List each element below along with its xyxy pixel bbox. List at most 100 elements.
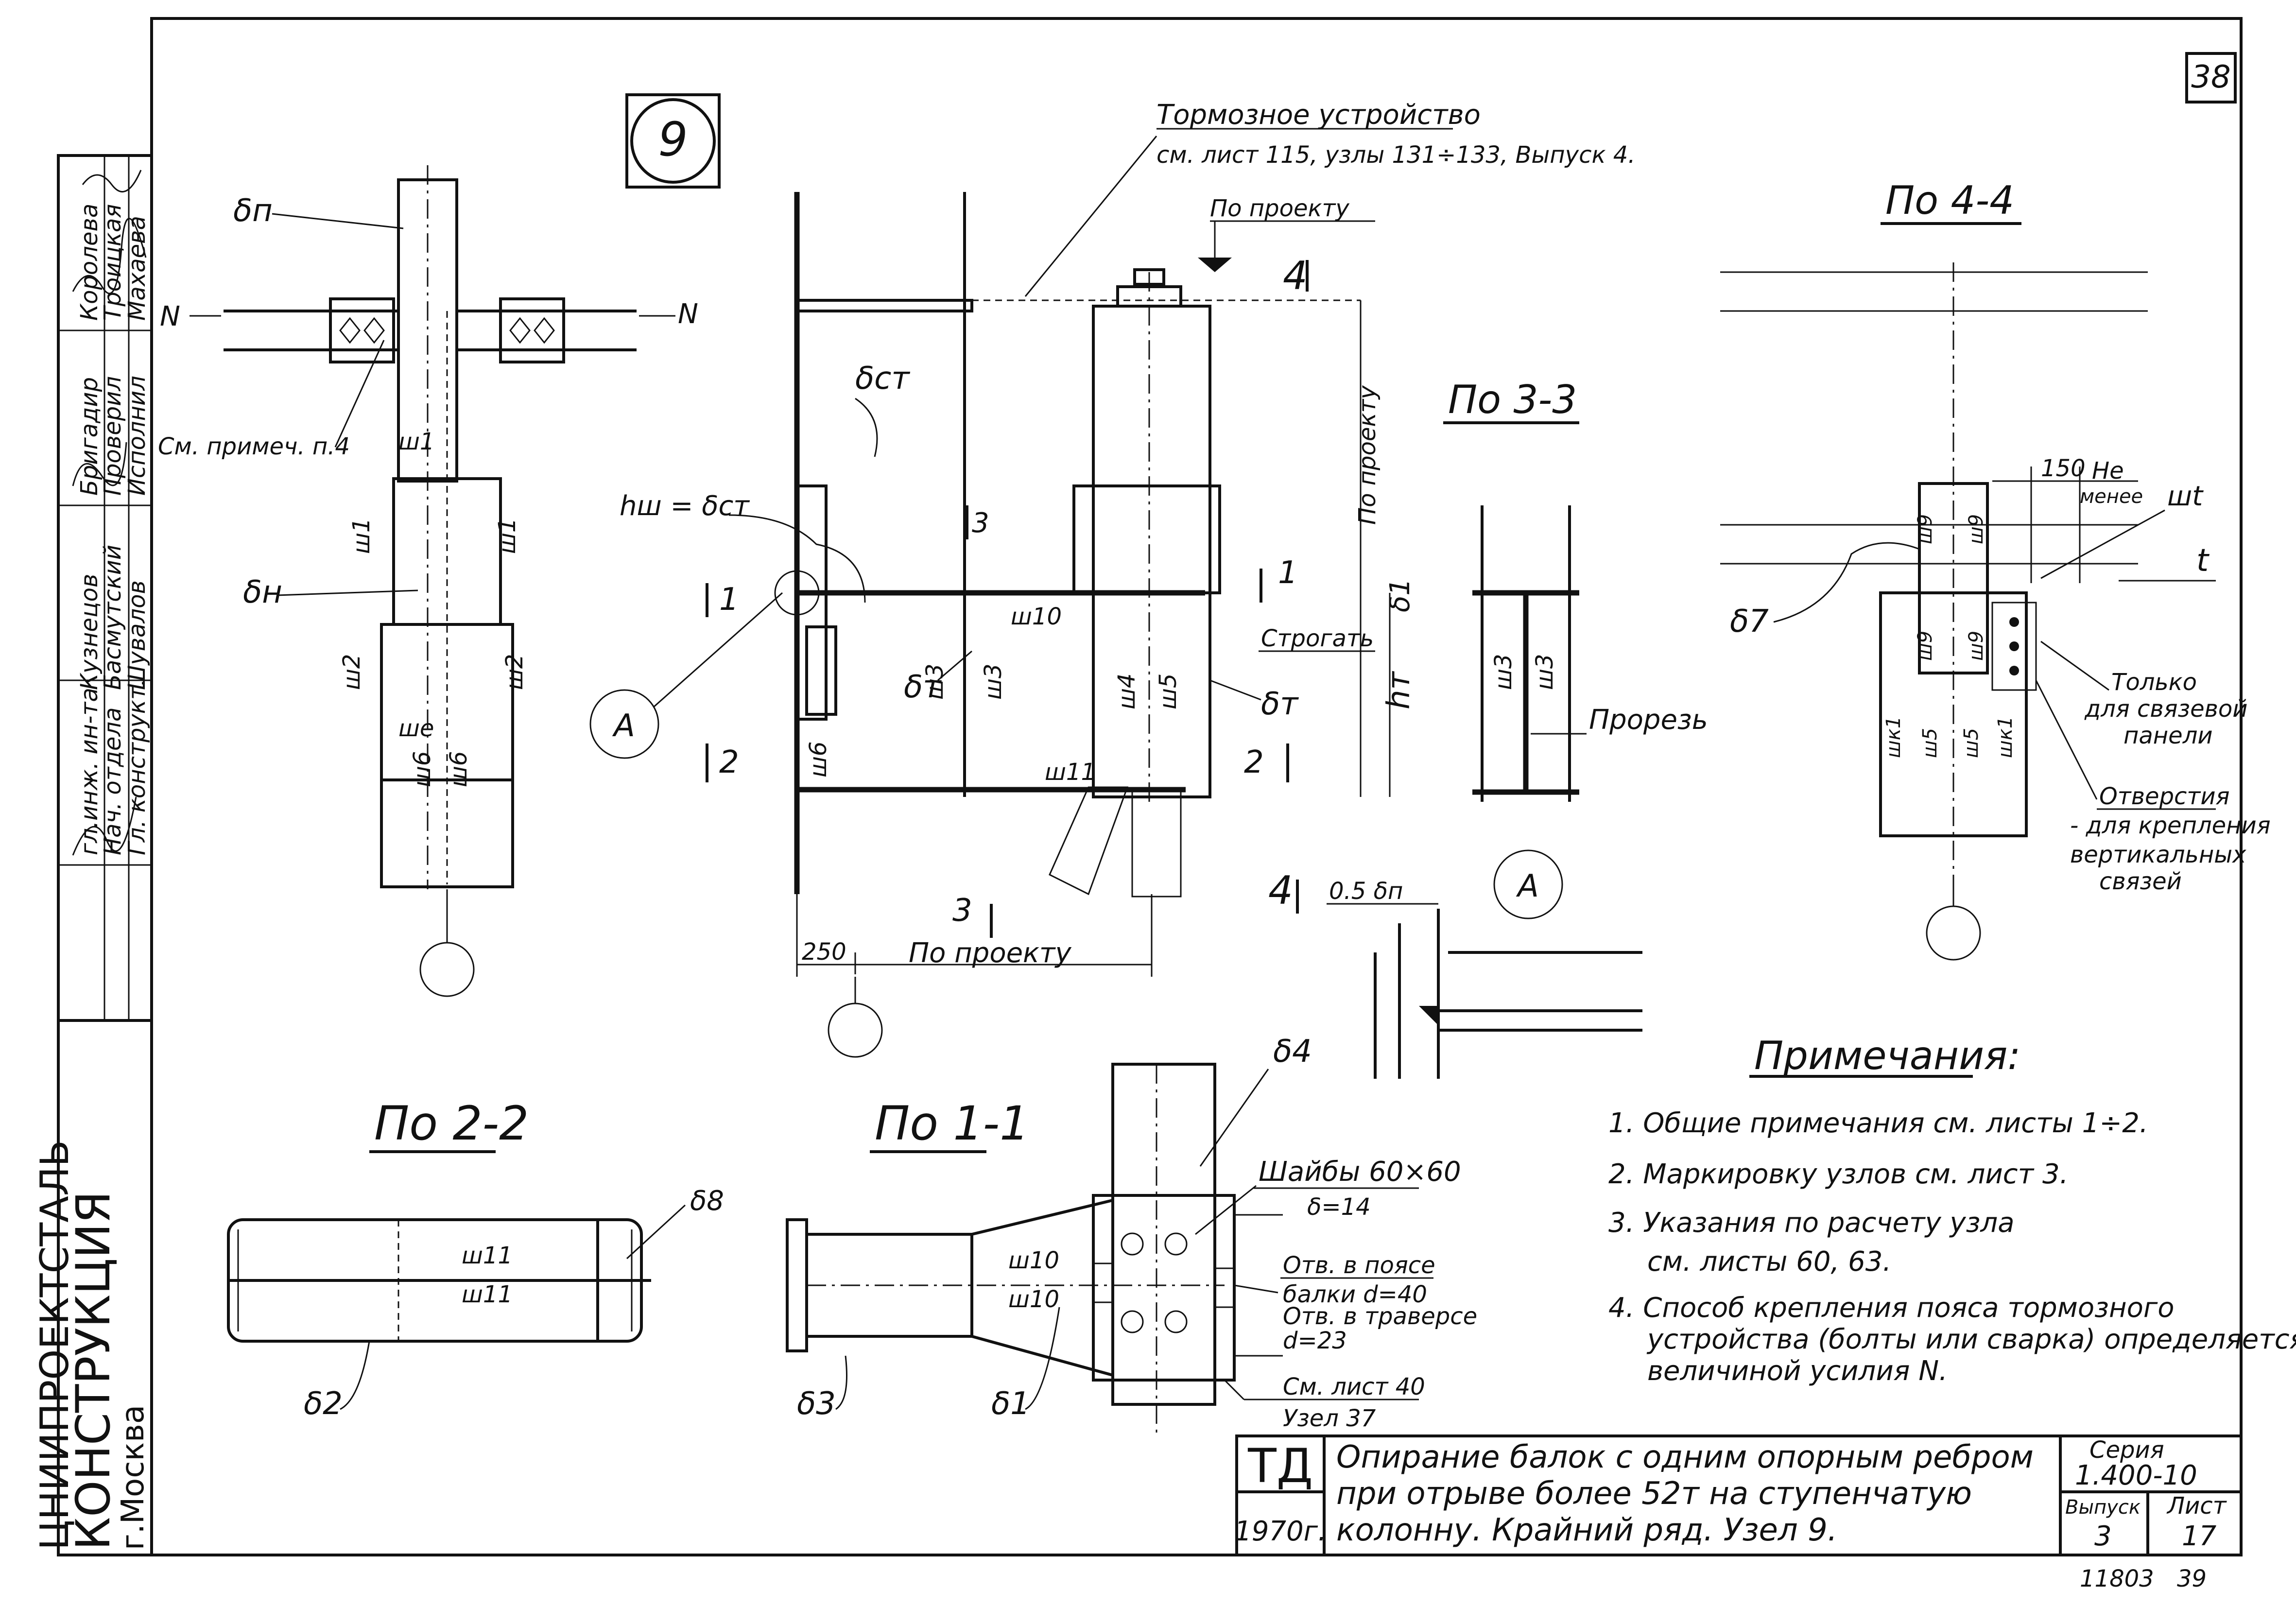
section-4-4-wk1-b: шк1 (1994, 716, 2017, 758)
label-delta-t-left: δт (904, 669, 942, 705)
section-3-3-w3-b: ш3 (1531, 654, 1558, 690)
washers-line2: δ=14 (1307, 1193, 1371, 1221)
label-w4: ш4 (1113, 674, 1140, 709)
title-line2: при отрыве более 52т на ступенчатую (1336, 1476, 1972, 1512)
section-1-1-delta-1: δ1 (991, 1386, 1030, 1422)
section-2-2-w11-b: ш11 (462, 1281, 513, 1308)
series-label: Серия (2089, 1436, 2164, 1464)
notes-title: Примечания: (1754, 1033, 2020, 1078)
hole-line2: балки d=40 (1283, 1281, 1427, 1308)
section-4-4-w9-d: ш9 (1965, 631, 1987, 661)
label-w3-b: ш3 (980, 664, 1007, 700)
stamp-role-4: Бригадир (76, 377, 103, 496)
title-line1: Опирание балок с одним опорным ребром (1336, 1439, 2034, 1475)
signature-1 (72, 218, 147, 294)
plane-label: Строгать (1261, 625, 1374, 652)
issue-label: Выпуск (2065, 1496, 2141, 1519)
note-item-1: 1. Общие примечания см. листы 1÷2. (1608, 1107, 2148, 1139)
section-1-1: По 1-1 ш10 ш10 δ4 Шайбы 60×60 δ=14 Отв. … (786, 1034, 1477, 1438)
cut-3-lower: 3 (952, 893, 972, 929)
signature-3 (72, 796, 137, 856)
note-item-2: 2. Маркировку узлов см. лист 3. (1608, 1158, 2068, 1190)
node-number: 9 (658, 112, 688, 167)
label-w6-b: ш6 (445, 751, 472, 787)
section-3-3-cut-label: Прорезь (1589, 704, 1708, 736)
stamp-role-6: Исполнил (123, 376, 151, 496)
issue-value: 3 (2094, 1521, 2112, 1552)
detail-a-cut-4: 4 (1268, 868, 1293, 913)
note-item-3: 3. Указания по расчету узла (1608, 1207, 2015, 1239)
section-3-3-w3-a: ш3 (1490, 654, 1517, 690)
holes-line2: - для крепления (2070, 812, 2271, 839)
series-value: 1.400-10 (2075, 1460, 2197, 1491)
hole-line4: d=23 (1283, 1327, 1347, 1354)
brake-device-title: Тормозное устройство (1157, 99, 1481, 131)
section-2-2-delta-8: δ8 (690, 1185, 724, 1217)
sheet-value: 17 (2182, 1521, 2217, 1552)
per-project-top: По проекту (1210, 195, 1349, 222)
note-item-4-cont1: устройства (болты или сварка) определяет… (1646, 1324, 2296, 1355)
section-2-2: По 2-2 ш11 ш11 δ8 δ2 (227, 1096, 724, 1422)
section-1-1-title: По 1-1 (875, 1096, 1029, 1151)
section-1-1-delta-3: δ3 (797, 1386, 836, 1422)
cut-1-right: 1 (1278, 555, 1298, 591)
label-h-t: hт (1381, 671, 1417, 709)
label-w10: ш10 (1011, 603, 1062, 630)
hole-line3: Отв. в траверсе (1283, 1303, 1477, 1330)
section-2-2-delta-2: δ2 (304, 1386, 343, 1422)
label-w11: ш11 (1045, 759, 1096, 786)
stamp-organization-line1: ЦНИИПРОЕКТСТАЛЬ (32, 1140, 77, 1550)
cut-4-marker: 4 (1283, 253, 1308, 298)
min-line1: Не (2092, 457, 2124, 484)
stamp-role-3: Гл. конструкт. (123, 679, 151, 855)
note-item-3-cont: см. листы 60, 63. (1647, 1246, 1891, 1278)
section-4-4-w9-b: ш9 (1965, 514, 1987, 544)
stamp-name-5: Троицкая (99, 204, 126, 321)
stamp-organization-line2: КОНСТРУКЦИЯ (66, 1191, 121, 1550)
stamp-name-4: Королева (76, 204, 103, 321)
node-marker: 9 (625, 93, 721, 189)
section-1-1-delta-4: δ4 (1273, 1034, 1312, 1070)
stamp-name-3: Шувалов (123, 580, 151, 690)
holes-line3: вертикальных (2070, 841, 2246, 868)
cut-1-left: 1 (719, 582, 739, 618)
section-4-4-w9-a: ш9 (1914, 514, 1936, 544)
section-4-4-w5-a: ш5 (1919, 728, 1941, 758)
stamp-name-2: Басмутский (99, 545, 126, 690)
label-delta-7: δ7 (1730, 604, 1769, 639)
title-block-mark: ТД (1247, 1439, 1313, 1493)
signature-2 (72, 442, 127, 486)
label-note-ref: См. примеч. п.4 (158, 433, 350, 460)
label-w1-b: ш1 (348, 518, 375, 554)
only-line3: панели (2123, 722, 2213, 749)
section-2-2-w11-a: ш11 (462, 1242, 513, 1269)
stamp-city: г.Москва (115, 1405, 151, 1550)
bottom-code-left: 11803 (2080, 1565, 2154, 1592)
hole-line1: Отв. в поясе (1283, 1252, 1435, 1279)
holes-title: Отверстия (2099, 783, 2229, 810)
section-1-1-w10-b: ш10 (1008, 1286, 1059, 1313)
label-delta-p: δп (233, 193, 273, 229)
callout-a-main: А (612, 708, 635, 744)
cut-3-upper: 3 (972, 507, 989, 539)
washers-line1: Шайбы 60×60 (1259, 1156, 1461, 1188)
note-item-4-cont2: величиной усилия N. (1647, 1355, 1948, 1387)
section-4-4-title: По 4-4 (1885, 178, 2014, 223)
label-hw: hш = δст (620, 490, 750, 522)
label-w2-b: ш2 (501, 654, 528, 690)
title-block: ТД 1970г. Опирание балок с одним опорным… (1234, 1434, 2243, 1556)
force-n-left: N (160, 301, 180, 332)
holes-line4: связей (2099, 868, 2182, 895)
label-w1-a: ш1 (398, 428, 434, 455)
only-line1: Только (2111, 669, 2197, 696)
stamp-name-6: Махаева (123, 216, 151, 321)
only-line2: для связевой (2084, 695, 2247, 723)
force-n-right: N (678, 298, 698, 330)
section-3-3: По 3-3 ш3 ш3 Прорезь (1443, 377, 1708, 802)
brake-device-ref: см. лист 115, узлы 131÷133, Выпуск 4. (1157, 141, 1636, 169)
section-3-3-title: По 3-3 (1448, 377, 1577, 422)
title-block-year: 1970г. (1234, 1516, 1327, 1547)
bottom-code-right: 39 (2177, 1565, 2207, 1592)
section-1-1-w10-a: ш10 (1008, 1247, 1059, 1274)
